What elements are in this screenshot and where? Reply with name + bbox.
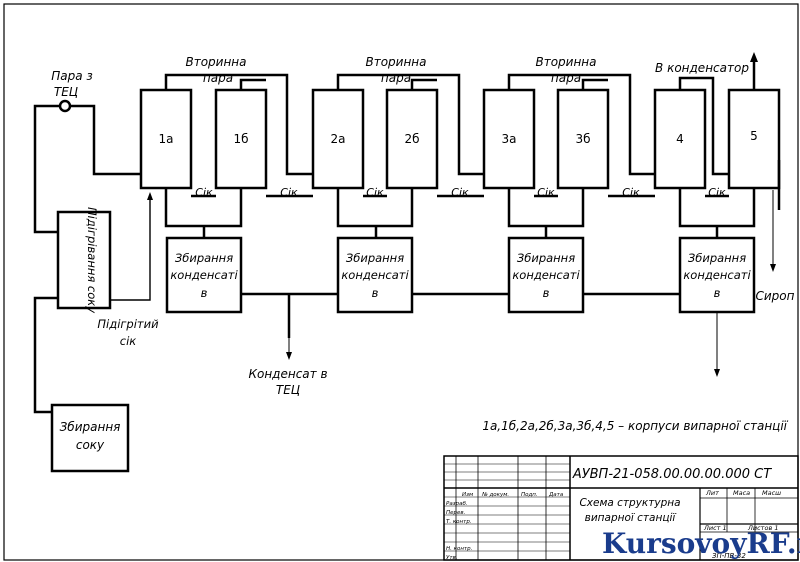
juice-heater: Підігрівання соку <box>56 207 112 313</box>
arrow-down-icon <box>286 352 292 360</box>
condensate-outflows <box>288 312 718 372</box>
vessel-3b: 3б <box>556 88 610 190</box>
arrow-up-icon <box>147 192 153 200</box>
row-checked: Перев. <box>446 510 466 516</box>
condensate-collector-3: Збирання конденсаті в <box>507 236 585 314</box>
condensate-out-label: Конденсат в <box>248 367 327 381</box>
row-approved: Утв. <box>446 555 458 561</box>
vessel-label: 2а <box>331 132 346 146</box>
raw-juice-line <box>33 296 58 414</box>
juice-label: Сік <box>622 186 640 199</box>
juice-label: Сік <box>537 186 555 199</box>
vessel-label: 1а <box>159 132 174 146</box>
juice-pipes <box>191 160 781 210</box>
svg-text:в: в <box>201 286 208 300</box>
heated-juice-label: сік <box>120 334 137 348</box>
condensate-loops <box>164 188 756 238</box>
condensate-collector-1: Збирання конденсаті в <box>165 236 243 314</box>
secondary-steam-label: пара <box>381 71 411 85</box>
syrup-label: Сироп <box>756 289 795 303</box>
arrow-down-icon <box>714 369 720 377</box>
svg-text:соку: соку <box>76 438 105 452</box>
juice-collector: Збирання соку <box>50 403 130 473</box>
arrow-up-icon <box>750 52 758 62</box>
vessel-4: 4 <box>653 88 707 190</box>
condensate-out-label: ТЕЦ <box>276 383 300 397</box>
svg-text:Збирання: Збирання <box>517 251 575 265</box>
steam-source-label: Пара з <box>51 69 93 83</box>
secondary-steam-label: пара <box>551 71 581 85</box>
secondary-steam-label: пара <box>203 71 233 85</box>
juice-label: Сік <box>280 186 298 199</box>
svg-text:Збирання: Збирання <box>175 251 233 265</box>
svg-text:KursovoyRF.ru: KursovoyRF.ru <box>602 527 800 560</box>
steam-source-label: ТЕЦ <box>54 85 78 99</box>
steam-pipes <box>33 60 756 234</box>
document-title: випарної станції <box>585 512 678 524</box>
col-lit: Лит <box>705 489 719 497</box>
row-ncontrol: Н. контр. <box>446 546 473 552</box>
watermark-logo: KursovoyRF.ru <box>602 527 800 560</box>
vessel-1b: 1б <box>214 88 268 190</box>
vessel-label: 5 <box>750 129 758 143</box>
drawing-frame <box>3 3 799 561</box>
col-docnum: № докум. <box>481 492 509 498</box>
col-izm: Изм <box>462 492 473 498</box>
svg-text:Підігрівання соку: Підігрівання соку <box>85 207 99 313</box>
arrow-down-icon <box>770 264 776 272</box>
svg-text:Збирання: Збирання <box>688 251 746 265</box>
legend-text: 1а,1б,2а,2б,3а,3б,4,5 – корпуси випарної… <box>482 419 788 433</box>
heated-juice-line <box>110 196 151 301</box>
svg-text:конденсаті: конденсаті <box>683 268 751 282</box>
vessel-label: 4 <box>676 132 684 146</box>
document-title: Схема структурна <box>579 497 680 509</box>
juice-label: Сік <box>366 186 384 199</box>
col-date: Дата <box>548 492 564 498</box>
condensate-header <box>241 292 680 338</box>
svg-text:в: в <box>372 286 379 300</box>
row-tcontrol: Т. контр. <box>446 519 472 525</box>
vessel-label: 3а <box>502 132 517 146</box>
condensate-collector-2: Збирання конденсаті в <box>336 236 414 314</box>
group-code: ЗП-ПВ-32 <box>712 552 746 560</box>
vessel-label: 3б <box>575 132 590 146</box>
vessel-1a: 1а <box>139 88 193 190</box>
secondary-steam-label: Вторинна <box>365 55 426 69</box>
vessel-label: 1б <box>233 132 248 146</box>
vessel-5: 5 <box>727 88 781 190</box>
row-developer: Разраб. <box>446 501 468 507</box>
svg-text:в: в <box>714 286 721 300</box>
col-mass: Маса <box>733 489 750 497</box>
juice-label: Сік <box>708 186 726 199</box>
secondary-steam-label: Вторинна <box>185 55 246 69</box>
vessel-3a: 3а <box>482 88 536 190</box>
col-scale: Масш <box>762 489 781 497</box>
svg-text:конденсаті: конденсаті <box>512 268 580 282</box>
juice-label: Сік <box>195 186 213 199</box>
steam-inlet-icon <box>58 99 72 113</box>
condensate-collector-4: Збирання конденсаті в <box>678 236 756 314</box>
sheet-count: Листов 1 <box>747 524 778 532</box>
svg-text:конденсаті: конденсаті <box>170 268 238 282</box>
sheet-number: Лист 1 <box>703 524 727 532</box>
title-block <box>443 455 799 561</box>
document-code: АУВП-21-058.00.00.00.000 СТ <box>572 467 772 482</box>
vessel-2b: 2б <box>385 88 439 190</box>
to-condenser-label: В конденсатор <box>655 61 749 75</box>
svg-text:конденсаті: конденсаті <box>341 268 409 282</box>
juice-label: Сік <box>451 186 469 199</box>
svg-text:Збирання: Збирання <box>346 251 404 265</box>
col-sign: Подп. <box>521 492 538 498</box>
secondary-steam-label: Вторинна <box>535 55 596 69</box>
vessel-label: 2б <box>404 132 419 146</box>
svg-text:Збирання: Збирання <box>60 420 121 434</box>
vessel-2a: 2а <box>311 88 365 190</box>
heated-juice-label: Підігрітий <box>97 317 159 331</box>
svg-text:в: в <box>543 286 550 300</box>
